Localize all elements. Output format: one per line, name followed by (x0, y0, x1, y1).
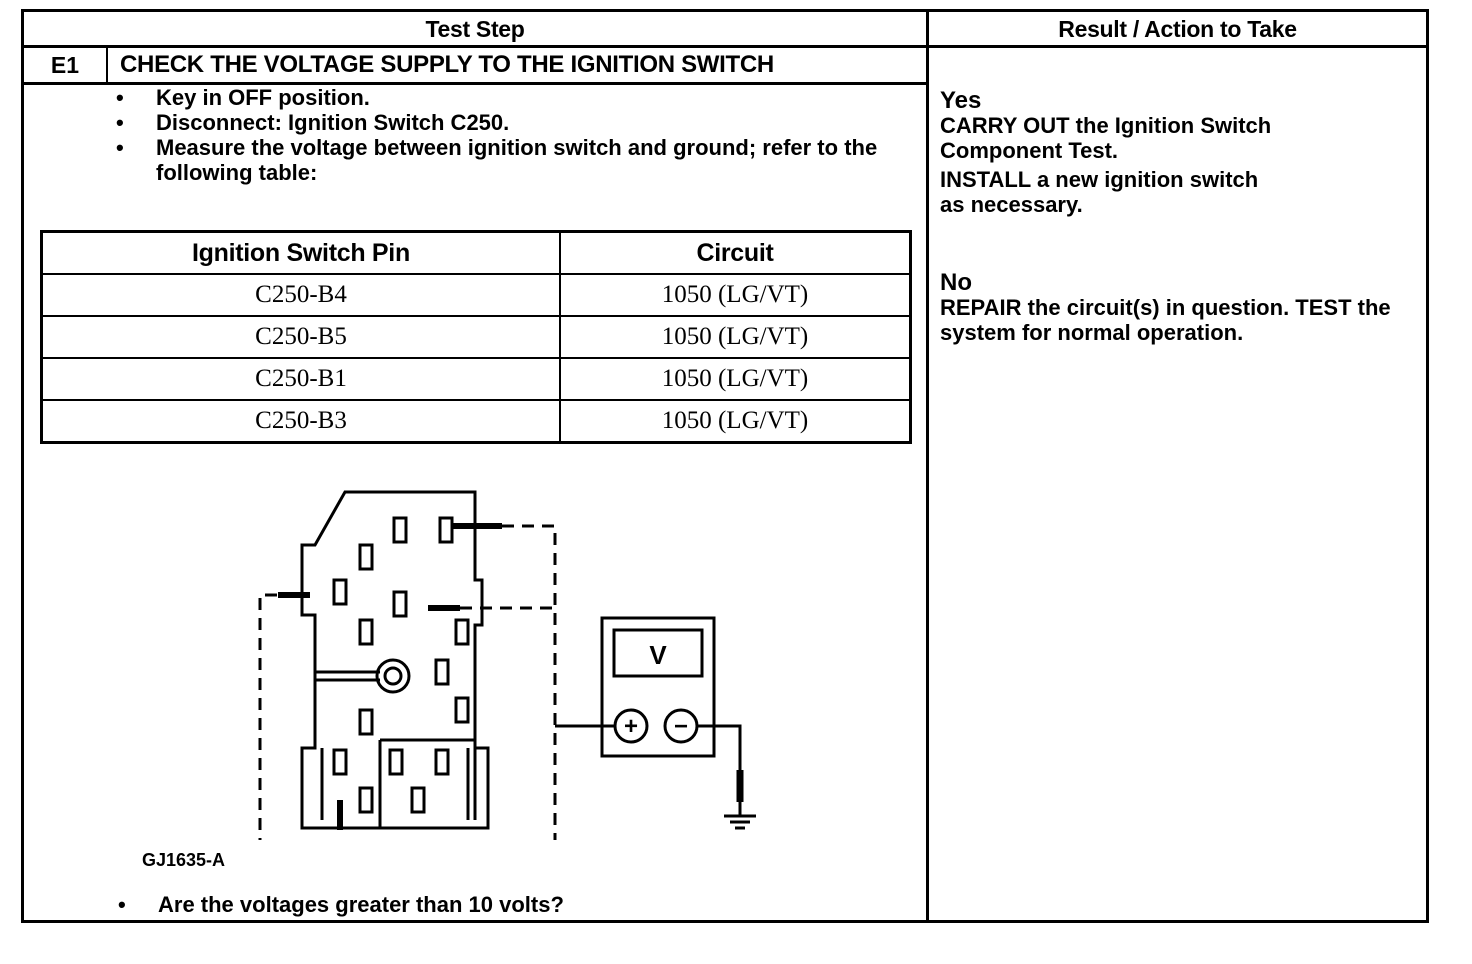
result-no: No REPAIR the circuit(s) in question. TE… (940, 270, 1420, 345)
meter-symbol: V (649, 640, 667, 670)
header-divider (24, 45, 1426, 48)
step-title: CHECK THE VOLTAGE SUPPLY TO THE IGNITION… (120, 51, 774, 78)
circuit-cell: 1050 (LG/VT) (558, 315, 912, 359)
result-yes: Yes CARRY OUT the Ignition Switch Compon… (940, 88, 1420, 217)
circuit-column-header: Circuit (558, 230, 912, 275)
instruction-item: Key in OFF position. (112, 85, 902, 110)
pin-cell: C250-B3 (40, 399, 561, 444)
question-text: Are the voltages greater than 10 volts? (158, 892, 564, 917)
instruction-item: Disconnect: Ignition Switch C250. (112, 110, 902, 135)
instruction-item: Measure the voltage between ignition swi… (112, 135, 902, 185)
test-step-sheet: Test Step Result / Action to Take E1 CHE… (21, 9, 1429, 923)
pin-table: Ignition Switch Pin Circuit C250-B4 1050… (40, 230, 912, 444)
instruction-list: Key in OFF position. Disconnect: Ignitio… (112, 85, 902, 185)
circuit-cell: 1050 (LG/VT) (558, 399, 912, 444)
table-row: C250-B3 1050 (LG/VT) (40, 399, 912, 444)
connector-diagram: V + − (258, 490, 756, 840)
circuit-cell: 1050 (LG/VT) (558, 273, 912, 317)
result-no-line1: REPAIR the circuit(s) in question. TEST … (940, 295, 1391, 345)
step-id: E1 (50, 52, 80, 78)
result-yes-label: Yes (940, 87, 982, 114)
minus-symbol: − (674, 713, 688, 740)
pin-cell: C250-B1 (40, 357, 561, 401)
ground-icon (724, 770, 756, 830)
result-no-label: No (940, 269, 972, 296)
result-action-header: Result / Action to Take (1058, 16, 1297, 42)
column-divider (926, 12, 929, 920)
table-row: C250-B1 1050 (LG/VT) (40, 357, 912, 401)
result-yes-line1: CARRY OUT the Ignition Switch Component … (940, 113, 1272, 163)
table-row: C250-B5 1050 (LG/VT) (40, 315, 912, 359)
step-id-divider (106, 45, 108, 84)
figure-code: GJ1635-A (142, 850, 226, 870)
plus-symbol: + (624, 713, 638, 740)
result-yes-line2: INSTALL a new ignition switch as necessa… (940, 167, 1259, 217)
voltmeter-icon (555, 616, 742, 770)
pin-column-header: Ignition Switch Pin (40, 230, 561, 275)
question: • Are the voltages greater than 10 volts? (114, 892, 564, 918)
connector-face-icon (300, 490, 490, 830)
pin-cell: C250-B4 (40, 273, 561, 317)
bullet-icon: • (118, 892, 126, 917)
test-step-header: Test Step (425, 16, 525, 42)
pin-cell: C250-B5 (40, 315, 561, 359)
circuit-cell: 1050 (LG/VT) (558, 357, 912, 401)
table-row: C250-B4 1050 (LG/VT) (40, 273, 912, 317)
step-title-divider (24, 82, 926, 85)
